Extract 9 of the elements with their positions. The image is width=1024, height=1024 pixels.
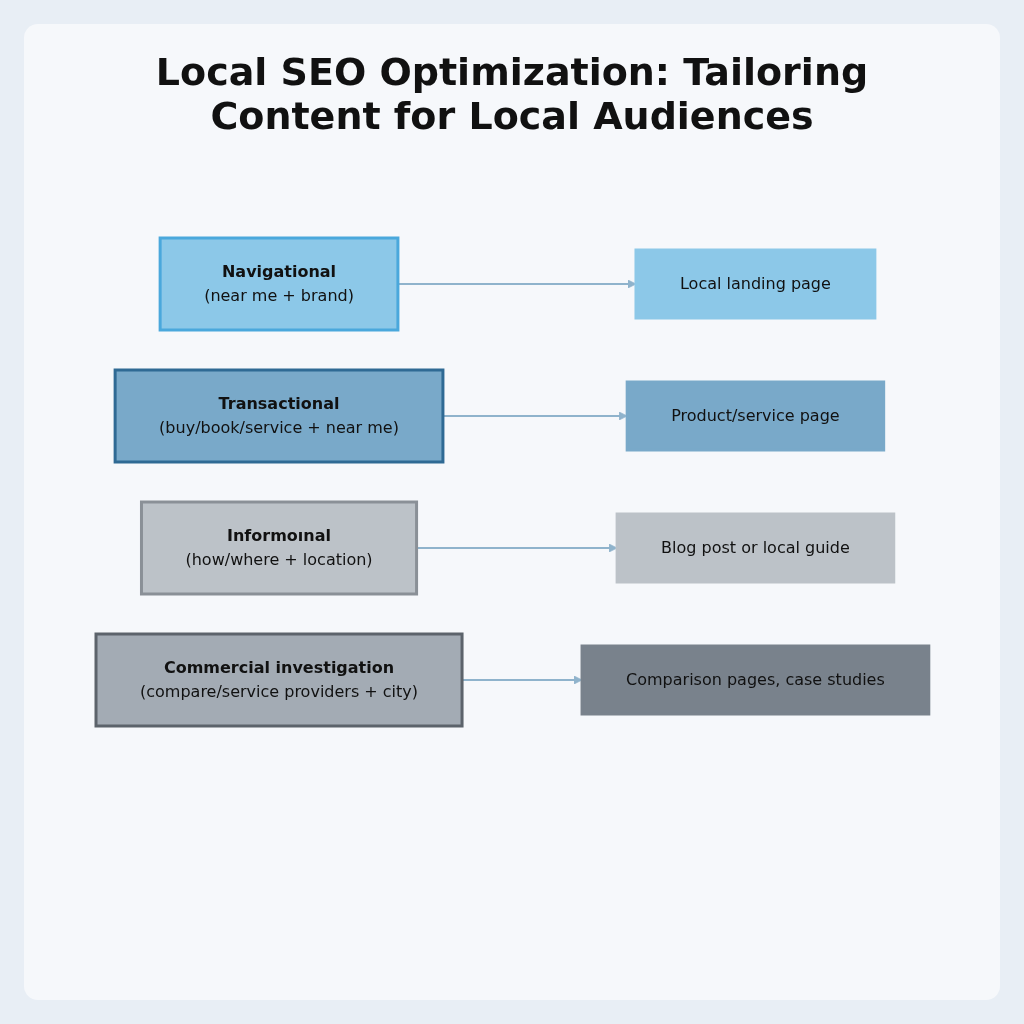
title: Local SEO Optimization: Tailoring Content for Local Audiences bbox=[154, 50, 870, 138]
node-box: Local landing page bbox=[634, 248, 876, 320]
node-box: Transactional (buy/book/service + near me) bbox=[113, 368, 444, 464]
node-box: Commercial investigation (compare/service providers + city) bbox=[94, 632, 464, 728]
node-box: Comparison pages, case studies bbox=[580, 644, 930, 716]
node-box: Informoınal (how/where + location) bbox=[139, 500, 418, 596]
node-box: Navigational (near me + brand) bbox=[158, 236, 399, 332]
node-box: Product/service page bbox=[625, 380, 885, 452]
node-box: Blog post or local guide bbox=[615, 512, 895, 584]
